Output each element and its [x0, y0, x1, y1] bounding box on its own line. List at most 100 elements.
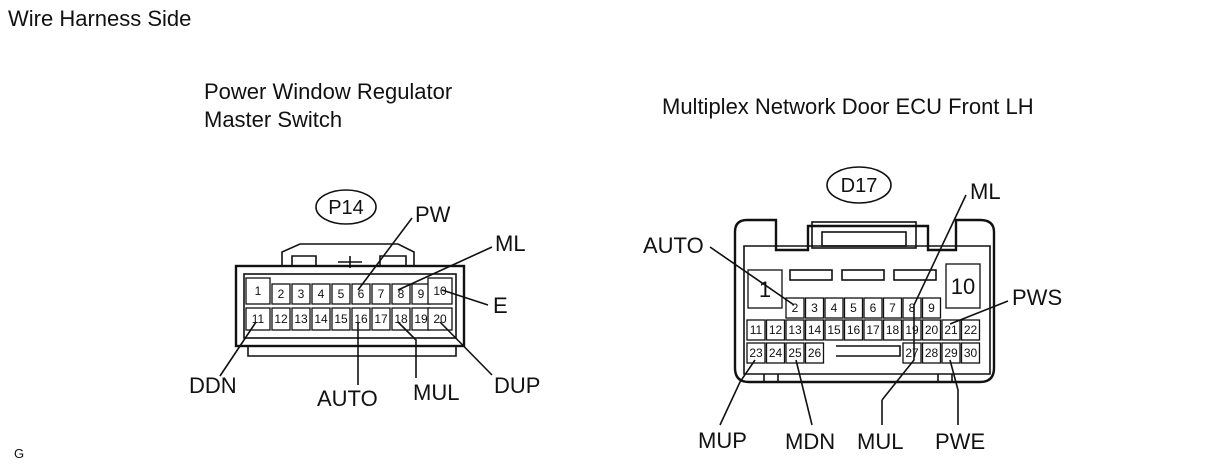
- left-title-line2: Master Switch: [204, 107, 342, 132]
- pin-number: 2: [792, 301, 799, 315]
- pin-3: 3: [804, 297, 825, 319]
- pin-number: 22: [964, 323, 978, 337]
- pin-1: 1: [245, 277, 271, 305]
- pin-4: 4: [311, 283, 331, 305]
- pin-24: 24: [765, 342, 786, 364]
- pin-number: 18: [394, 312, 408, 326]
- pin-5: 5: [331, 283, 351, 305]
- pin-23: 23: [746, 342, 766, 364]
- right-label-auto: AUTO: [643, 233, 704, 258]
- left-connector-id: P14: [328, 197, 364, 219]
- pin-16: 16: [351, 307, 371, 331]
- pin-number: 10: [951, 274, 975, 299]
- pin-number: 23: [749, 346, 763, 360]
- pin-number: 19: [414, 312, 428, 326]
- left-label-pw: PW: [415, 202, 451, 227]
- pin-19: 19: [902, 319, 922, 341]
- pin-number: 4: [318, 287, 325, 301]
- right-label-mup: MUP: [698, 428, 747, 453]
- pin-22: 22: [960, 319, 981, 341]
- left-title-line1: Power Window Regulator: [204, 79, 452, 104]
- pin-28: 28: [921, 342, 942, 364]
- right-connector-id-badge: D17: [826, 166, 892, 204]
- pin-20: 20: [921, 319, 942, 341]
- pin-number: 14: [314, 312, 328, 326]
- pin-number: 18: [886, 323, 900, 337]
- pin-number: 7: [378, 287, 385, 301]
- pin-number: 9: [418, 287, 425, 301]
- pin-8: 8: [902, 297, 922, 319]
- pin-26: 26: [804, 342, 825, 364]
- pin-number: 11: [252, 312, 265, 326]
- pin-number: 2: [278, 287, 285, 301]
- pin-number: 17: [374, 312, 388, 326]
- pin-6: 6: [863, 297, 883, 319]
- right-label-ml: ML: [970, 179, 1001, 204]
- right-label-mdn: MDN: [785, 429, 835, 454]
- pin-number: 3: [298, 287, 305, 301]
- pin-number: 15: [827, 323, 841, 337]
- pin-number: 13: [294, 312, 308, 326]
- pin-11: 11: [746, 319, 766, 341]
- pin-15: 15: [824, 319, 844, 341]
- pin-number: 1: [255, 284, 262, 298]
- pin-number: 16: [354, 312, 368, 326]
- left-connector-housing: [234, 243, 466, 357]
- pin-number: 17: [866, 323, 880, 337]
- pin-number: 19: [905, 323, 919, 337]
- pin-number: 8: [909, 301, 916, 315]
- pin-17: 17: [371, 307, 391, 331]
- pin-13: 13: [291, 307, 311, 331]
- pin-17: 17: [863, 319, 883, 341]
- pin-11: 11: [245, 307, 271, 331]
- pin-15: 15: [331, 307, 351, 331]
- pin-number: 29: [944, 346, 958, 360]
- pin-number: 5: [850, 301, 857, 315]
- pin-number: 12: [769, 323, 783, 337]
- pin-12: 12: [271, 307, 291, 331]
- pin-7: 7: [371, 283, 391, 305]
- pin-30: 30: [960, 342, 981, 364]
- pin-number: 27: [905, 346, 919, 360]
- pin-2: 2: [271, 283, 291, 305]
- pin-13: 13: [785, 319, 805, 341]
- pin-number: 28: [925, 346, 939, 360]
- corner-mark: G: [14, 446, 24, 461]
- pin-18: 18: [882, 319, 903, 341]
- pin-16: 16: [843, 319, 864, 341]
- pin-number: 9: [928, 301, 935, 315]
- pin-12: 12: [765, 319, 786, 341]
- pin-number: 6: [870, 301, 877, 315]
- pin-19: 19: [411, 307, 431, 331]
- left-label-auto: AUTO: [317, 386, 378, 411]
- pin-4: 4: [824, 297, 844, 319]
- pin-number: 14: [808, 323, 822, 337]
- pin-number: 20: [925, 323, 939, 337]
- pin-1: 1: [747, 269, 783, 309]
- left-connector: Power Window Regulator Master Switch P14…: [189, 79, 540, 411]
- right-callout-lines: [709, 194, 1009, 426]
- pin-number: 16: [847, 323, 861, 337]
- left-callout-lines: [219, 217, 493, 385]
- pin-number: 13: [788, 323, 802, 337]
- right-connector-id: D17: [841, 175, 878, 197]
- pin-number: 10: [433, 284, 447, 298]
- pin-number: 4: [831, 301, 838, 315]
- left-label-mul: MUL: [413, 380, 459, 405]
- pin-number: 20: [433, 312, 447, 326]
- pin-9: 9: [921, 297, 942, 319]
- pin-number: 11: [750, 323, 763, 337]
- pin-20: 20: [427, 307, 453, 331]
- left-label-e: E: [493, 293, 508, 318]
- pin-25: 25: [785, 342, 805, 364]
- pin-10: 10: [427, 277, 453, 305]
- pin-number: 3: [811, 301, 818, 315]
- pin-10: 10: [945, 263, 981, 309]
- pin-number: 26: [808, 346, 822, 360]
- pin-27: 27: [902, 342, 922, 364]
- pin-number: 21: [944, 323, 958, 337]
- pin-3: 3: [291, 283, 311, 305]
- pin-number: 24: [769, 346, 783, 360]
- pin-number: 12: [274, 312, 288, 326]
